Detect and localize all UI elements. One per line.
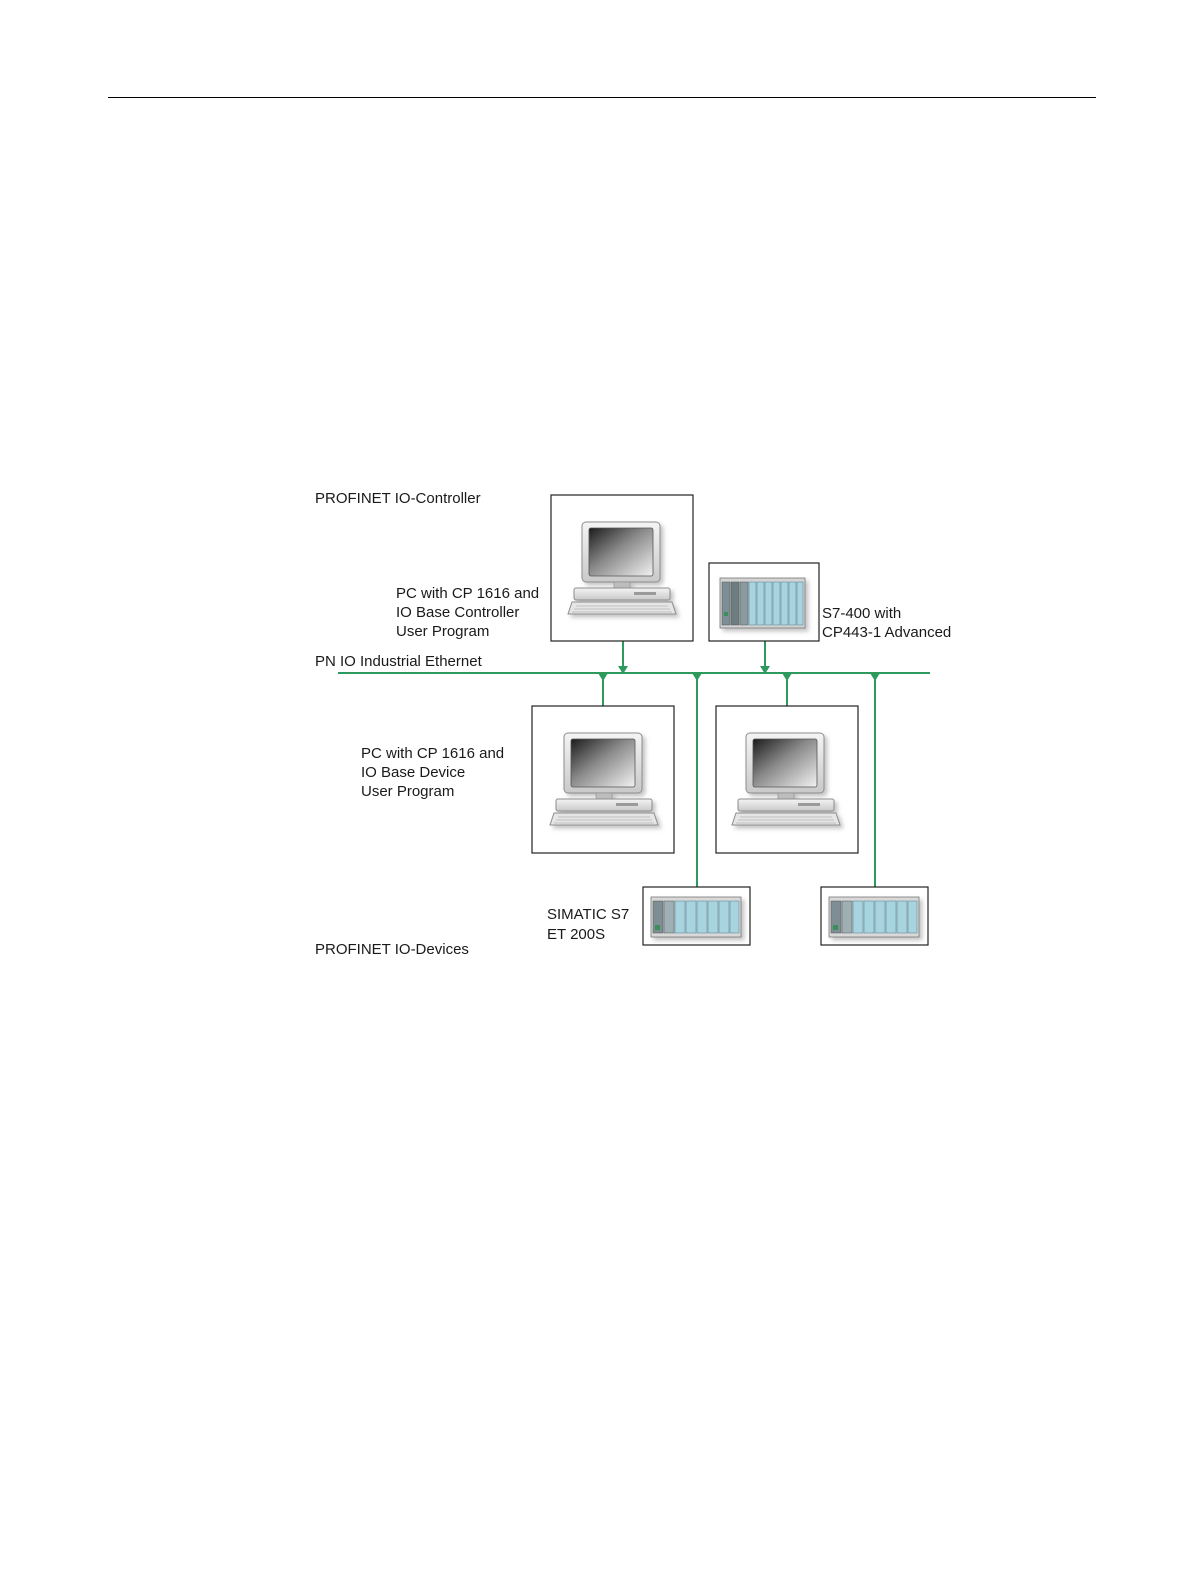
- label-pc-controller-line-2: IO Base Controller: [396, 604, 519, 621]
- label-s7-400-line-2: CP443-1 Advanced: [822, 624, 951, 641]
- label-et200s-line-2: ET 200S: [547, 926, 605, 943]
- label-et200s-line-1: SIMATIC S7: [547, 906, 629, 923]
- label-et200s: SIMATIC S7 ET 200S: [547, 906, 629, 943]
- label-devices-group: PROFINET IO-Devices: [315, 941, 469, 958]
- label-s7-400-line-1: S7-400 with: [822, 605, 901, 622]
- label-pc-controller-line-3: User Program: [396, 623, 489, 640]
- node-s7-400: [709, 563, 819, 641]
- label-pc-device-line-2: IO Base Device: [361, 764, 465, 781]
- label-pc-device-line-1: PC with CP 1616 and: [361, 745, 504, 762]
- label-pc-controller: PC with CP 1616 and IO Base Controller U…: [396, 585, 539, 640]
- node-et200s-2: [821, 887, 928, 945]
- node-pc-controller: [551, 495, 693, 641]
- label-pc-device: PC with CP 1616 and IO Base Device User …: [361, 745, 504, 800]
- node-pc-device: [532, 706, 674, 853]
- label-s7-400: S7-400 with CP443-1 Advanced: [822, 605, 951, 641]
- label-pc-device-line-3: User Program: [361, 783, 454, 800]
- node-pc-device-2: [716, 706, 858, 853]
- label-controller-group: PROFINET IO-Controller: [315, 490, 481, 507]
- label-pc-controller-line-1: PC with CP 1616 and: [396, 585, 539, 602]
- label-network: PN IO Industrial Ethernet: [315, 653, 483, 670]
- node-et200s-1: [643, 887, 750, 945]
